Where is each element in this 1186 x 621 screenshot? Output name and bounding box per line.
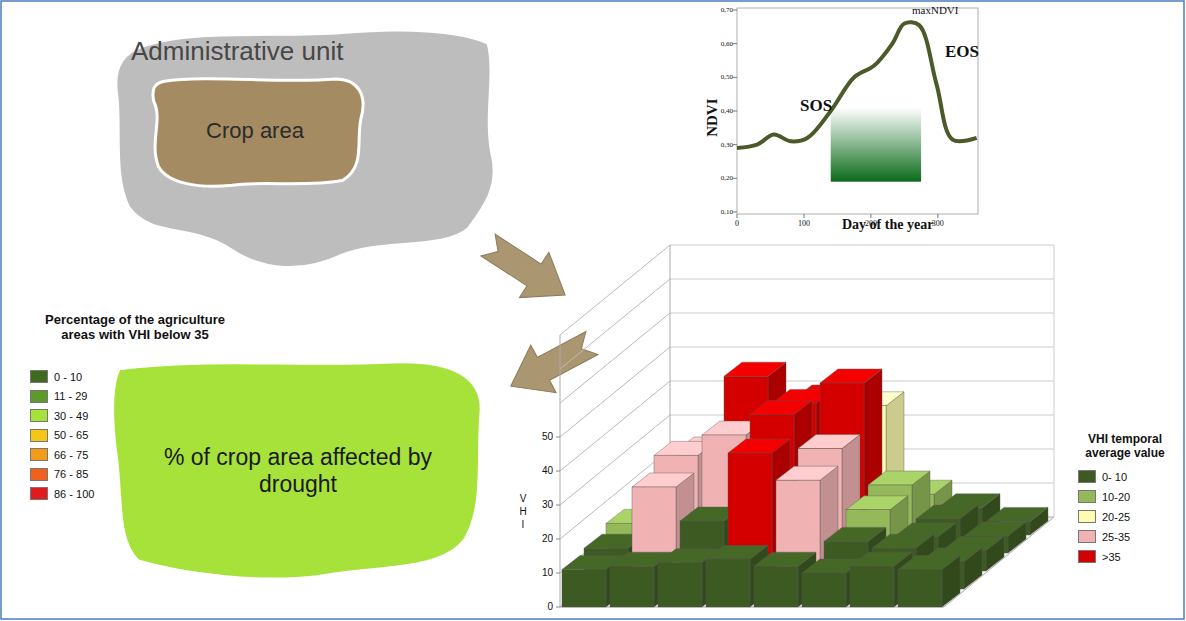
tick	[733, 212, 737, 213]
grid-line	[670, 313, 1054, 314]
legend-text: 86 - 100	[54, 488, 94, 500]
legend-swatch	[30, 487, 48, 500]
axis-tick: 50	[542, 431, 553, 443]
legend-swatch	[30, 409, 48, 422]
legend-swatch	[1078, 490, 1096, 503]
grid-line	[670, 245, 1054, 246]
legend-item: 25-35	[1078, 530, 1130, 543]
region-node: % of crop area affected by drought	[108, 358, 488, 583]
grid-line	[670, 279, 1054, 280]
legend-text: 76 - 85	[54, 468, 88, 480]
axis-tick: 10	[542, 567, 553, 579]
axis-tick: 30	[542, 499, 553, 511]
legend-swatch	[30, 429, 48, 442]
legend-item: >35	[1078, 550, 1121, 563]
ndvi-curve	[737, 22, 977, 148]
legend-item: 86 - 100	[30, 487, 94, 500]
legend-text: 0 - 10	[54, 371, 82, 383]
legend-text: 20-25	[1102, 511, 1130, 523]
tick	[737, 214, 738, 218]
legend-text: 50 - 65	[54, 429, 88, 441]
legend-swatch	[1078, 470, 1096, 483]
tick-label: 200	[865, 219, 877, 228]
tick	[733, 111, 737, 112]
axis-title: V H I	[518, 492, 528, 531]
season-band	[831, 108, 921, 182]
legend-swatch	[1078, 550, 1096, 563]
legend-item: 0 - 10	[30, 370, 82, 383]
legend-item: 66 - 75	[30, 448, 88, 461]
flow-arrows	[473, 222, 604, 410]
block-arrow	[473, 222, 580, 317]
tick-label: 0,70	[721, 6, 733, 14]
tick	[733, 144, 737, 145]
legend-item: 50 - 65	[30, 429, 88, 442]
legend-title: Percentage of the agriculture areas with…	[40, 313, 230, 343]
grid-line	[670, 347, 1054, 348]
region-node: Administrative unitCrop area	[105, 22, 500, 287]
legend-swatch	[30, 390, 48, 403]
legend-swatch	[30, 468, 48, 481]
plot-area	[737, 8, 978, 214]
axis-tick: 20	[542, 533, 553, 545]
legend-swatch	[30, 448, 48, 461]
tick-label: 0,50	[721, 73, 733, 81]
legend-text: 10-20	[1102, 491, 1130, 503]
region-node: Crop area	[140, 72, 370, 190]
block-arrow	[498, 319, 605, 410]
legend-text: 11 - 29	[54, 390, 87, 402]
tick-label: 0,30	[721, 141, 733, 149]
tick	[733, 77, 737, 78]
legend-item: 11 - 29	[30, 390, 87, 403]
grid-line	[560, 279, 670, 369]
ndvi-chart	[733, 8, 978, 218]
axis-title: NDVI	[703, 99, 720, 137]
legend-text: 66 - 75	[54, 449, 88, 461]
legend-title: VHI temporal average value	[1070, 433, 1180, 461]
tick-label: 0,10	[721, 208, 733, 216]
tick-label: 100	[798, 219, 810, 228]
legend-text: 25-35	[1102, 531, 1130, 543]
vhi-3d-bars	[556, 245, 1054, 607]
tick	[803, 214, 804, 218]
tick	[733, 43, 737, 44]
axis-tick: 0	[547, 601, 553, 613]
tick-label: 300	[932, 219, 944, 228]
grid-line	[560, 245, 670, 335]
legend-item: 10-20	[1078, 490, 1130, 503]
vhi-bar	[898, 556, 960, 607]
legend-text: 0- 10	[1102, 471, 1127, 483]
legend-item: 0- 10	[1078, 470, 1127, 483]
legend-item: 30 - 49	[30, 409, 88, 422]
phase-label: maxNDVI	[912, 4, 958, 17]
legend-swatch	[1078, 530, 1096, 543]
axis-title: Day of the year	[842, 217, 933, 233]
legend-swatch	[1078, 510, 1096, 523]
legend-text: >35	[1102, 551, 1121, 563]
tick	[937, 214, 938, 218]
grid-line	[560, 381, 670, 471]
tick-label: 0,60	[721, 40, 733, 48]
tick-label: 0,20	[721, 174, 733, 182]
legend-text: 30 - 49	[54, 410, 88, 422]
grid-line	[560, 313, 670, 403]
tick-label: 0	[735, 219, 739, 228]
tick	[733, 10, 737, 11]
legend-swatch	[30, 370, 48, 383]
legend-item: 20-25	[1078, 510, 1130, 523]
region-label: Administrative unit	[131, 36, 466, 67]
phase-label: EOS	[945, 42, 979, 62]
grid-line	[560, 347, 670, 437]
legend-item: 76 - 85	[30, 468, 88, 481]
tick	[733, 178, 737, 179]
region-label: Crop area	[206, 118, 304, 144]
tick-label: 0,40	[721, 107, 733, 115]
phase-label: SOS	[800, 96, 832, 116]
region-label: % of crop area affected by drought	[138, 444, 458, 498]
axis-tick: 40	[542, 465, 553, 477]
